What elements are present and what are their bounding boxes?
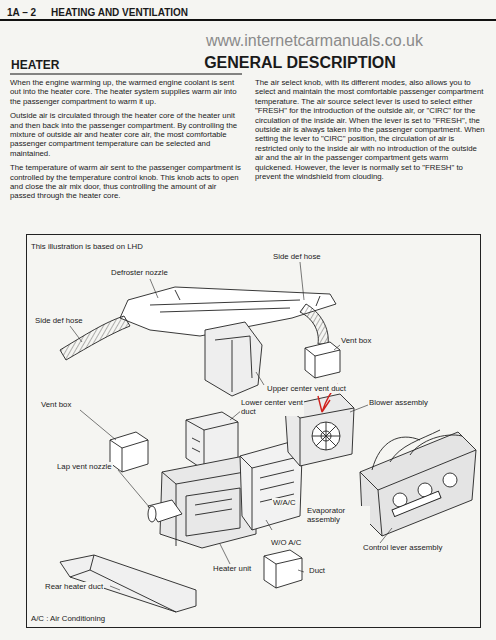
body-paragraph: When the engine warming up, the warmed e… <box>10 78 242 106</box>
text-column: The air select knob, with its different … <box>255 78 485 186</box>
part-label: Vent box <box>340 336 372 345</box>
page-title: GENERAL DESCRIPTION <box>150 54 450 72</box>
part-label: Duct <box>308 566 326 575</box>
blower-fan <box>312 422 340 450</box>
body-paragraph: The temperature of warm air sent to the … <box>10 163 242 201</box>
duct <box>264 550 302 588</box>
figure-note: This illustration is based on LHD <box>27 239 147 254</box>
leader-lines <box>70 262 392 590</box>
text-column: When the engine warming up, the warmed e… <box>10 78 242 206</box>
section-heading: HEATER <box>10 59 60 73</box>
part-label: Heater unit <box>212 564 252 573</box>
part-label: Rear heater duct <box>44 582 104 591</box>
part-label: Control lever assembly <box>362 543 443 552</box>
part-label: Vent box <box>40 400 72 409</box>
lap-vent-nozzle <box>148 506 156 522</box>
part-label: Evaporator assembly <box>306 506 370 524</box>
figure-frame: This illustration is based on LHD <box>26 234 481 628</box>
part-label: W/O A/C <box>270 538 302 547</box>
vent-box <box>110 432 148 472</box>
part-label: Side def hose <box>34 316 84 325</box>
part-label: Lower center vent duct <box>240 398 304 416</box>
vent-box <box>305 342 340 378</box>
lap-vent-nozzle <box>148 500 182 522</box>
part-label: W/A/C <box>272 498 297 507</box>
header-rule <box>0 20 496 74</box>
body-paragraph: The air select knob, with its different … <box>255 78 485 181</box>
control-lever-assembly <box>360 432 476 536</box>
body-paragraph: Outside air is circulated through the he… <box>10 111 242 158</box>
watermark: www.internetcarmanuals.co.uk <box>205 32 424 50</box>
part-label: Side def hose <box>272 252 322 261</box>
parts <box>60 287 476 612</box>
part-label: Blower assembly <box>368 398 429 407</box>
footnote: A/C : Air Conditioning <box>30 614 106 623</box>
page-number: 1A – 2 <box>6 7 37 19</box>
side-def-hose <box>300 304 328 344</box>
part-label: Lap vent nozzle <box>56 462 113 471</box>
part-label: Defroster nozzle <box>110 268 169 277</box>
section-header: HEATING AND VENTILATION <box>50 7 189 19</box>
upper-center-vent-duct <box>205 322 262 396</box>
part-label: Upper center vent duct <box>266 384 347 393</box>
